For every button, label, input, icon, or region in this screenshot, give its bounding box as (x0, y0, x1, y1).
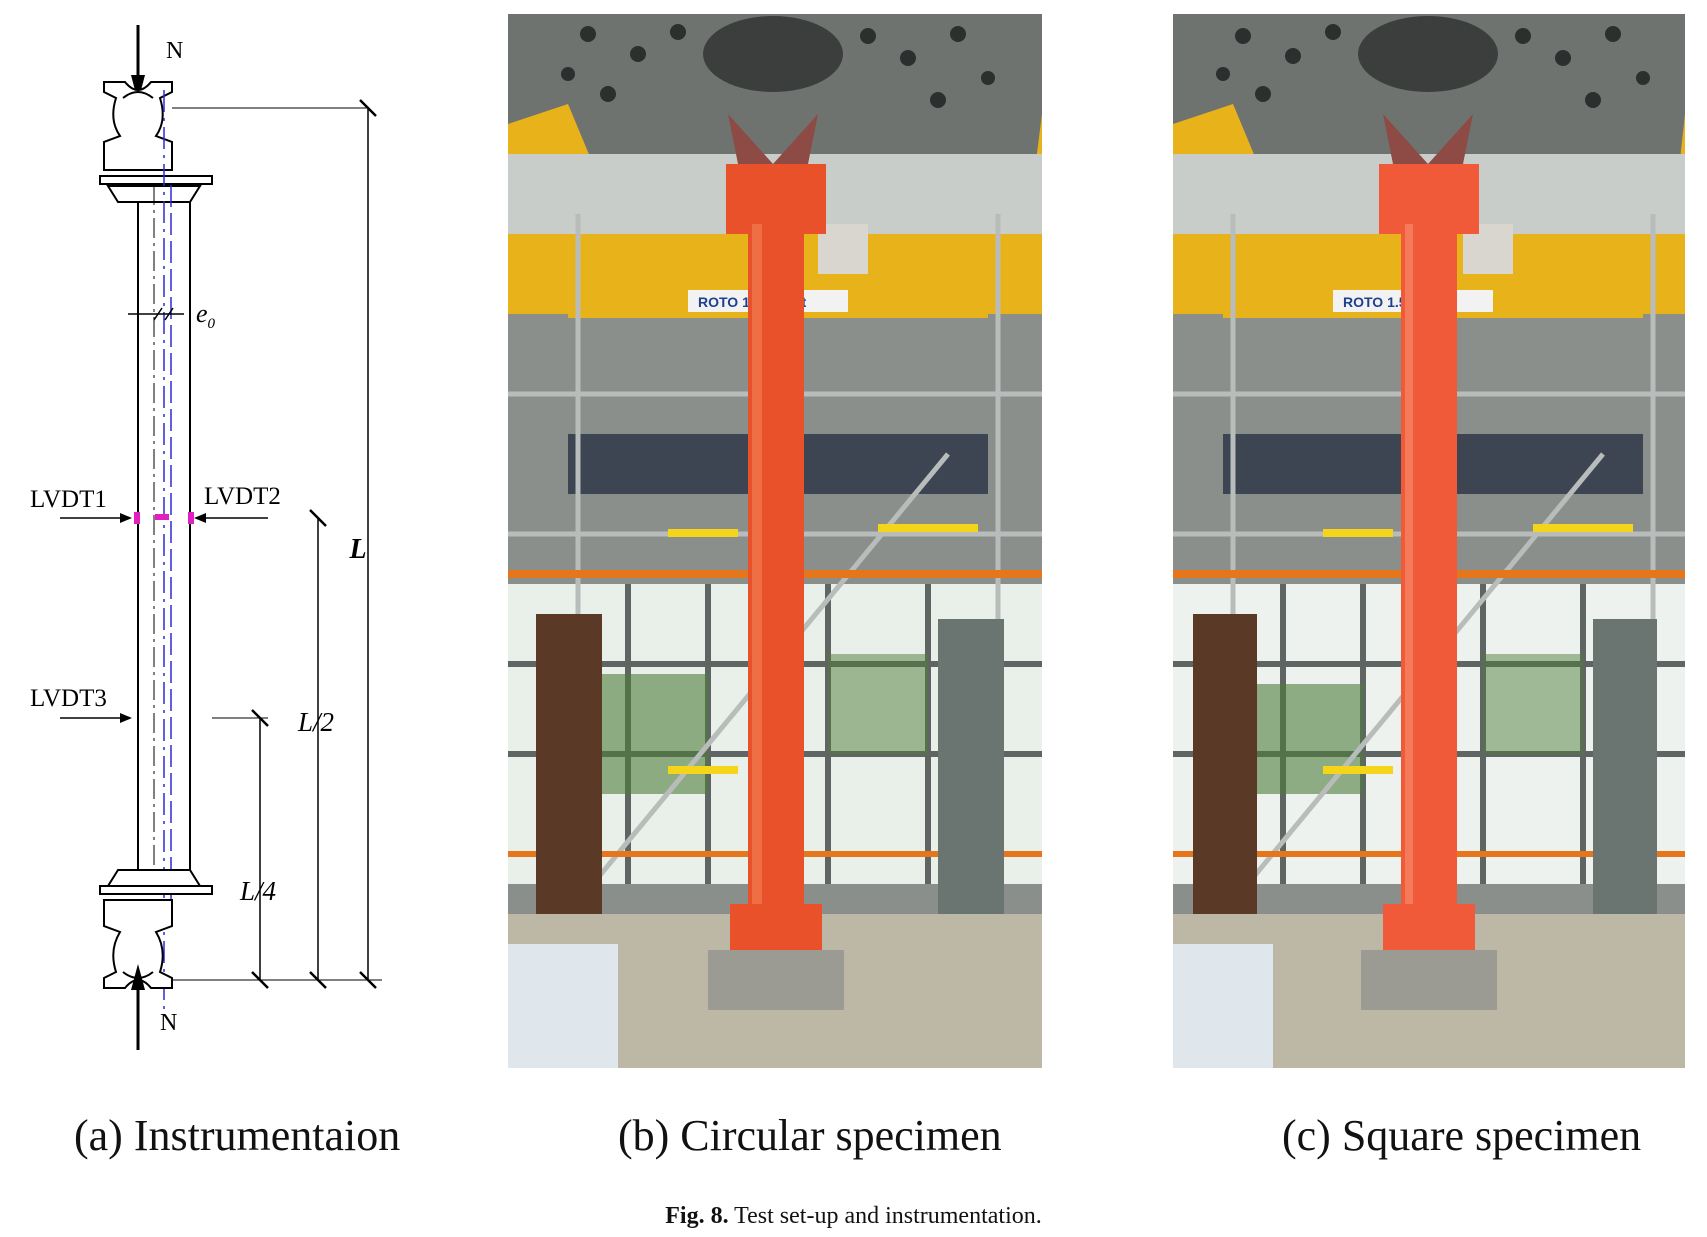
bottom-load-label: N (160, 1010, 177, 1036)
figure-caption: Fig. 8. Test set-up and instrumentation. (0, 1203, 1707, 1230)
panel-b-label: (b) Circular specimen (618, 1111, 1002, 1160)
crane-beam (1173, 104, 1685, 314)
square-specimen-illustration: ROTO 1.5t + 1.5t (1173, 14, 1685, 1068)
top-end-plate (99, 175, 213, 185)
left-support-post (1193, 614, 1257, 914)
caption-text: Test set-up and instrumentation. (728, 1203, 1042, 1229)
left-support-post (536, 614, 602, 914)
bottom-stiffener (106, 869, 202, 887)
column-schematic: N e0 LVDT1 LVDT2 LVDT3 (30, 25, 382, 1050)
top-knife-edge (728, 114, 818, 164)
bottom-support-block (708, 950, 844, 1010)
panel-a-label: (a) Instrumentaion (74, 1111, 401, 1160)
square-specimen-photo: ROTO 1.5t + 1.5t (1173, 14, 1685, 1068)
dim-L4-label: L/4 (239, 876, 276, 906)
top-hinge-support (103, 81, 173, 171)
circular-specimen-photo: ROTO 1.5t + 1.5t (508, 14, 1042, 1068)
lvdt3-label: LVDT3 (30, 685, 107, 712)
circular-specimen-illustration: ROTO 1.5t + 1.5t (508, 14, 1042, 1068)
lvdt2-label: LVDT2 (204, 483, 281, 510)
hydraulic-ram (1358, 16, 1498, 92)
top-load-arrow-head (131, 75, 145, 102)
bottom-support-block (1361, 950, 1497, 1010)
lvdt1-mark (134, 512, 140, 524)
hydraulic-ram (703, 16, 843, 92)
top-load-label: N (166, 38, 183, 64)
bottom-cap (730, 904, 822, 950)
bottom-load-arrow-head (131, 964, 145, 990)
bottom-cap (1383, 904, 1475, 950)
top-cap (1379, 164, 1479, 234)
dim-L2-label: L/2 (297, 707, 334, 737)
lvdt2-mark (188, 512, 194, 524)
caption-label: Fig. 8. (665, 1203, 729, 1229)
panel-c-label: (c) Square specimen (1282, 1111, 1642, 1160)
top-cap (726, 164, 826, 234)
lvdt1-label: LVDT1 (30, 486, 107, 513)
dim-L-label: L (348, 534, 366, 565)
bottom-end-plate (99, 885, 213, 895)
top-knife-edge (1383, 114, 1473, 164)
crane-beam (508, 104, 1042, 314)
eccentricity-label: e0 (196, 299, 216, 332)
center-mark (155, 514, 169, 520)
instrumentation-diagram: N e0 LVDT1 LVDT2 LVDT3 (20, 20, 420, 1070)
